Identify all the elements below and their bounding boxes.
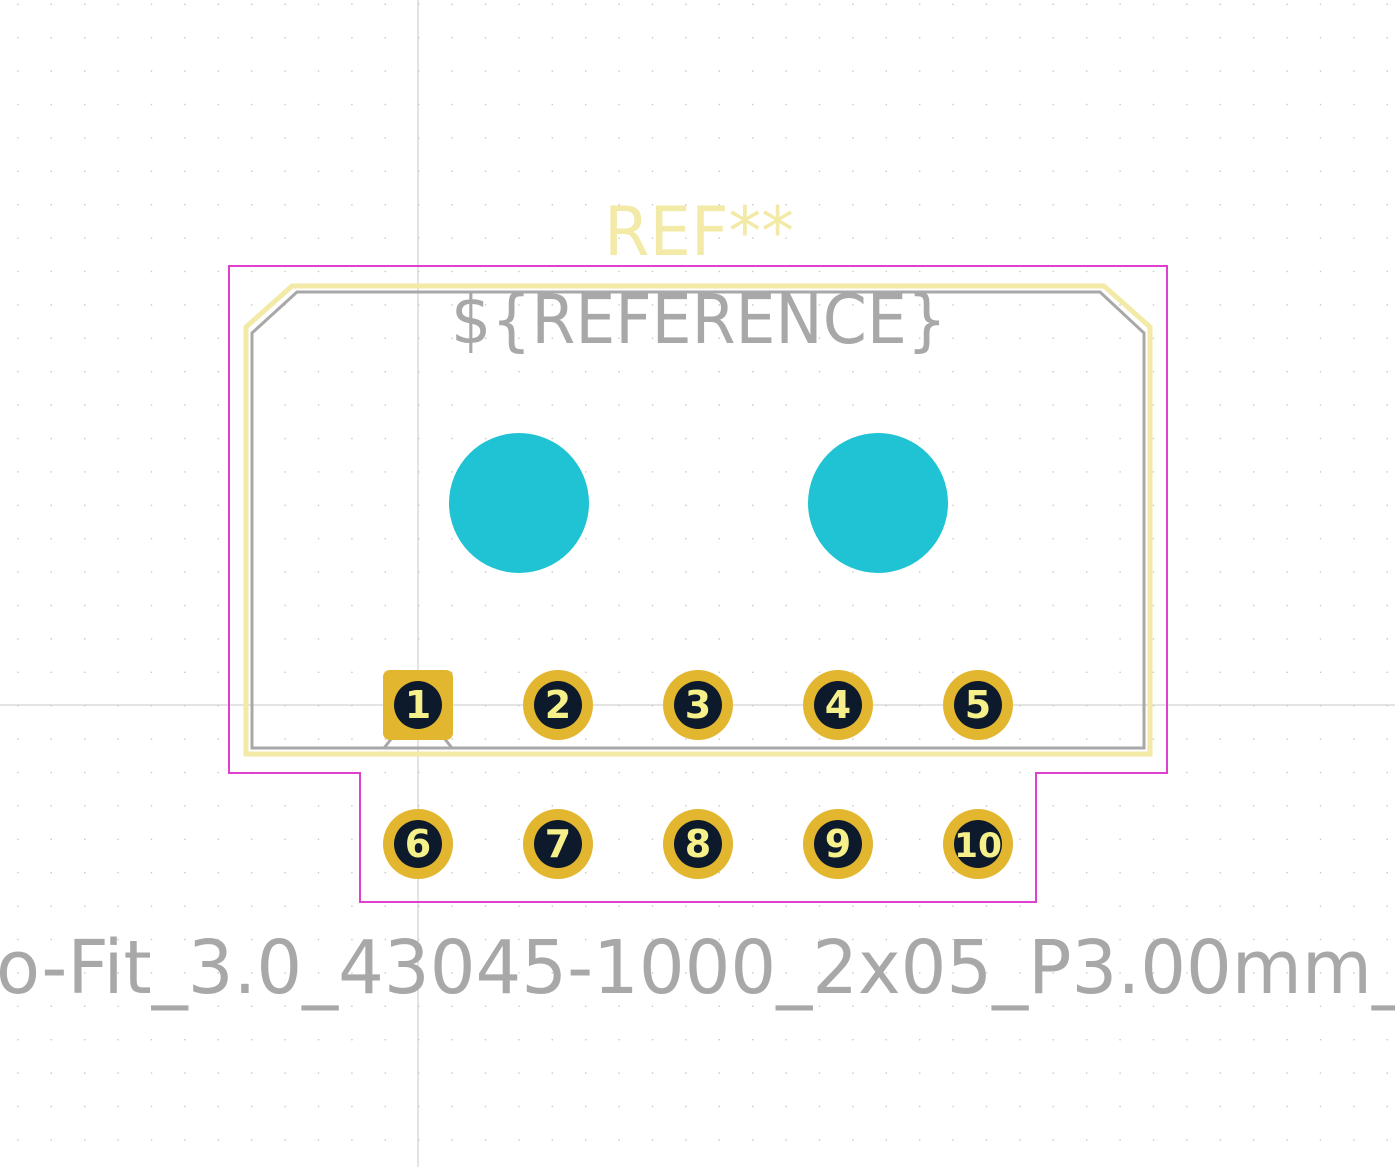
pad-number: 1 xyxy=(405,683,431,727)
fab-outline xyxy=(250,290,1146,750)
pad-number: 5 xyxy=(965,683,991,727)
pad-drill-hole xyxy=(394,820,442,868)
reference-field: ${REFERENCE} xyxy=(451,281,947,360)
mounting-hole-left xyxy=(449,433,589,573)
pad-drill-hole xyxy=(534,820,582,868)
pad-number: 8 xyxy=(685,822,711,866)
pad-number: 9 xyxy=(825,822,851,866)
pad-drill-hole xyxy=(814,681,862,729)
pad-4[interactable]: 4 xyxy=(803,670,873,740)
pad-2[interactable]: 2 xyxy=(523,670,593,740)
pad-10[interactable]: 10 xyxy=(943,809,1013,879)
pad-number: 6 xyxy=(405,822,431,866)
silkscreen-outline xyxy=(243,283,1153,757)
grid xyxy=(17,3,1388,1141)
courtyard-outline xyxy=(228,265,1168,903)
reference-label: REF** xyxy=(604,193,794,272)
pad-number: 3 xyxy=(685,683,711,727)
pad-number: 2 xyxy=(545,683,571,727)
pad-drill-hole xyxy=(814,820,862,868)
pad-3[interactable]: 3 xyxy=(663,670,733,740)
pad-6[interactable]: 6 xyxy=(383,809,453,879)
mounting-hole-right xyxy=(808,433,948,573)
value-label: o-Fit_3.0_43045-1000_2x05_P3.00mm_ xyxy=(0,925,1395,1011)
pad-8[interactable]: 8 xyxy=(663,809,733,879)
pad-drill-hole xyxy=(674,820,722,868)
pad-number: 7 xyxy=(545,822,571,866)
pad-9[interactable]: 9 xyxy=(803,809,873,879)
pads: 1 2 3 4 5 6 7 8 9 10 xyxy=(383,670,1013,879)
pad-drill-hole xyxy=(954,820,1002,868)
pad-drill-hole xyxy=(394,681,442,729)
pad-drill-hole xyxy=(954,681,1002,729)
pad-1[interactable]: 1 xyxy=(383,670,453,740)
pad-drill-hole xyxy=(674,681,722,729)
pad-5[interactable]: 5 xyxy=(943,670,1013,740)
pad-number: 10 xyxy=(954,826,1002,866)
pad-number: 4 xyxy=(825,683,851,727)
pad-drill-hole xyxy=(534,681,582,729)
pad-7[interactable]: 7 xyxy=(523,809,593,879)
